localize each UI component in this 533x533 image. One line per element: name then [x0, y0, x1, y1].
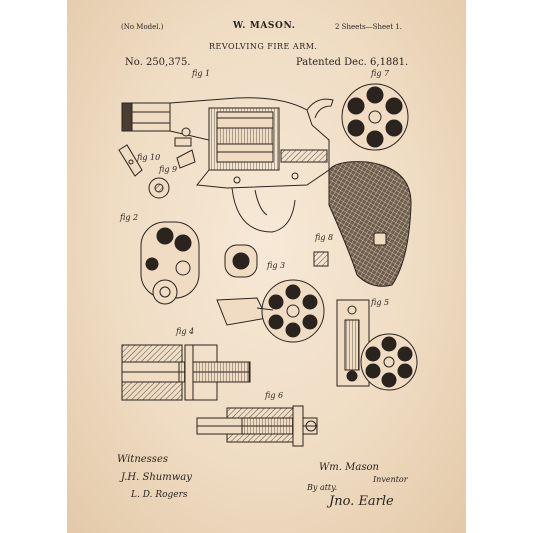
patent-date: Patented Dec. 6,1881.: [296, 57, 409, 68]
fig7-label: fig 7: [370, 69, 390, 78]
patent-title: REVOLVING FIRE ARM.: [209, 42, 318, 51]
patent-sheet: (No Model.) W. MASON. 2 Sheets—Sheet 1. …: [67, 0, 466, 533]
fig4-section: [121, 344, 251, 401]
fig6-section: [196, 405, 318, 447]
fig3-assembly: [216, 279, 325, 343]
fig2-label: fig 2: [119, 213, 138, 222]
fig6-label: fig 6: [264, 391, 283, 400]
patent-number: No. 250,375.: [125, 57, 191, 68]
fig8-label: fig 8: [314, 233, 333, 242]
inventor-name: W. MASON.: [233, 21, 296, 31]
attorney-signature: Jno. Earle: [326, 494, 394, 509]
witness-signature-1: J.H. Shumway: [119, 472, 192, 483]
fig3-part: [224, 244, 258, 278]
by-attorney: By atty.: [306, 483, 337, 492]
fig2-cylinder-rear: [140, 221, 200, 305]
inventor-signature: Wm. Mason: [319, 462, 379, 473]
patent-drawing: fig 1 fig 7 fig 10 fig 9 fig 2 fig 8 fig…: [117, 69, 418, 509]
witnesses-label: Witnesses: [117, 454, 168, 465]
fig8-part: [313, 251, 329, 267]
fig4-label: fig 4: [175, 327, 194, 336]
fig10-label: fig 10: [136, 153, 160, 162]
fig5-mechanism: [336, 299, 418, 391]
sheet-count: 2 Sheets—Sheet 1.: [335, 23, 402, 31]
fig7-cylinder-face: [341, 83, 409, 151]
witness-signature-2: L. D. Rogers: [130, 490, 188, 500]
fig9-part: [148, 177, 170, 199]
inventor-role: Inventor: [372, 475, 409, 484]
model-note: (No Model.): [121, 23, 164, 31]
fig9-label: fig 9: [158, 165, 177, 174]
fig5-label: fig 5: [370, 298, 389, 307]
fig3-label: fig 3: [266, 261, 285, 270]
fig1-revolver: [118, 97, 412, 287]
fig1-label: fig 1: [191, 69, 210, 78]
